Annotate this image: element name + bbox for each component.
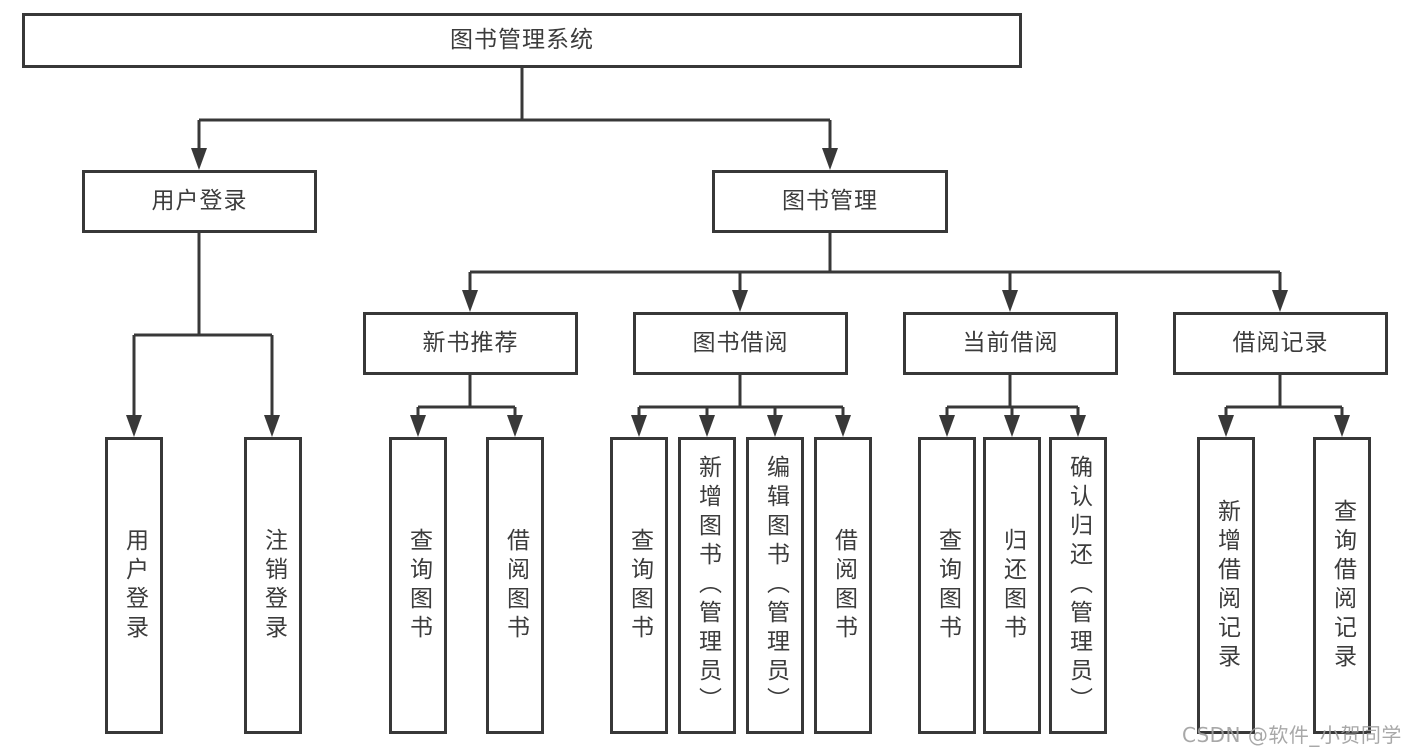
leaf-query-books-borrowing-label: 查询图书 [626,527,653,644]
leaf-query-books-recommend-label: 查询图书 [405,527,432,644]
node-new-book-recommendation: 新书推荐 [363,312,578,375]
leaf-borrow-books-recommend: 借阅图书 [486,437,544,734]
node-book-borrowing: 图书借阅 [633,312,848,375]
node-borrowing-records: 借阅记录 [1173,312,1388,375]
leaf-edit-books-admin-label: 编辑图书（管理员） [762,455,789,716]
leaf-return-books: 归还图书 [983,437,1041,734]
leaf-query-books-borrowing: 查询图书 [610,437,668,734]
leaf-logout: 注销登录 [244,437,302,734]
leaf-borrow-books-recommend-label: 借阅图书 [502,527,529,644]
leaf-confirm-return-admin: 确认归还（管理员） [1049,437,1107,734]
leaf-query-borrow-record-label: 查询借阅记录 [1329,498,1356,673]
leaf-user-login-label: 用户登录 [121,527,148,644]
leaf-edit-books-admin: 编辑图书（管理员） [746,437,804,734]
node-user-login: 用户登录 [82,170,317,233]
node-current-borrowing: 当前借阅 [903,312,1118,375]
leaf-query-books-current-label: 查询图书 [934,527,961,644]
leaf-logout-label: 注销登录 [260,527,287,644]
node-book-management: 图书管理 [712,170,948,233]
leaf-confirm-return-admin-label: 确认归还（管理员） [1065,455,1092,716]
leaf-add-books-admin: 新增图书（管理员） [678,437,736,734]
leaf-query-borrow-record: 查询借阅记录 [1313,437,1371,734]
leaf-add-borrow-record: 新增借阅记录 [1197,437,1255,734]
leaf-query-books-current: 查询图书 [918,437,976,734]
leaf-user-login: 用户登录 [105,437,163,734]
leaf-borrow-books-label: 借阅图书 [830,527,857,644]
leaf-add-borrow-record-label: 新增借阅记录 [1213,498,1240,673]
node-library-management-system: 图书管理系统 [22,13,1022,68]
leaf-return-books-label: 归还图书 [999,527,1026,644]
leaf-borrow-books: 借阅图书 [814,437,872,734]
leaf-add-books-admin-label: 新增图书（管理员） [694,455,721,716]
csdn-watermark: CSDN @软件_小贺同学 [1182,723,1402,747]
leaf-query-books-recommend: 查询图书 [389,437,447,734]
